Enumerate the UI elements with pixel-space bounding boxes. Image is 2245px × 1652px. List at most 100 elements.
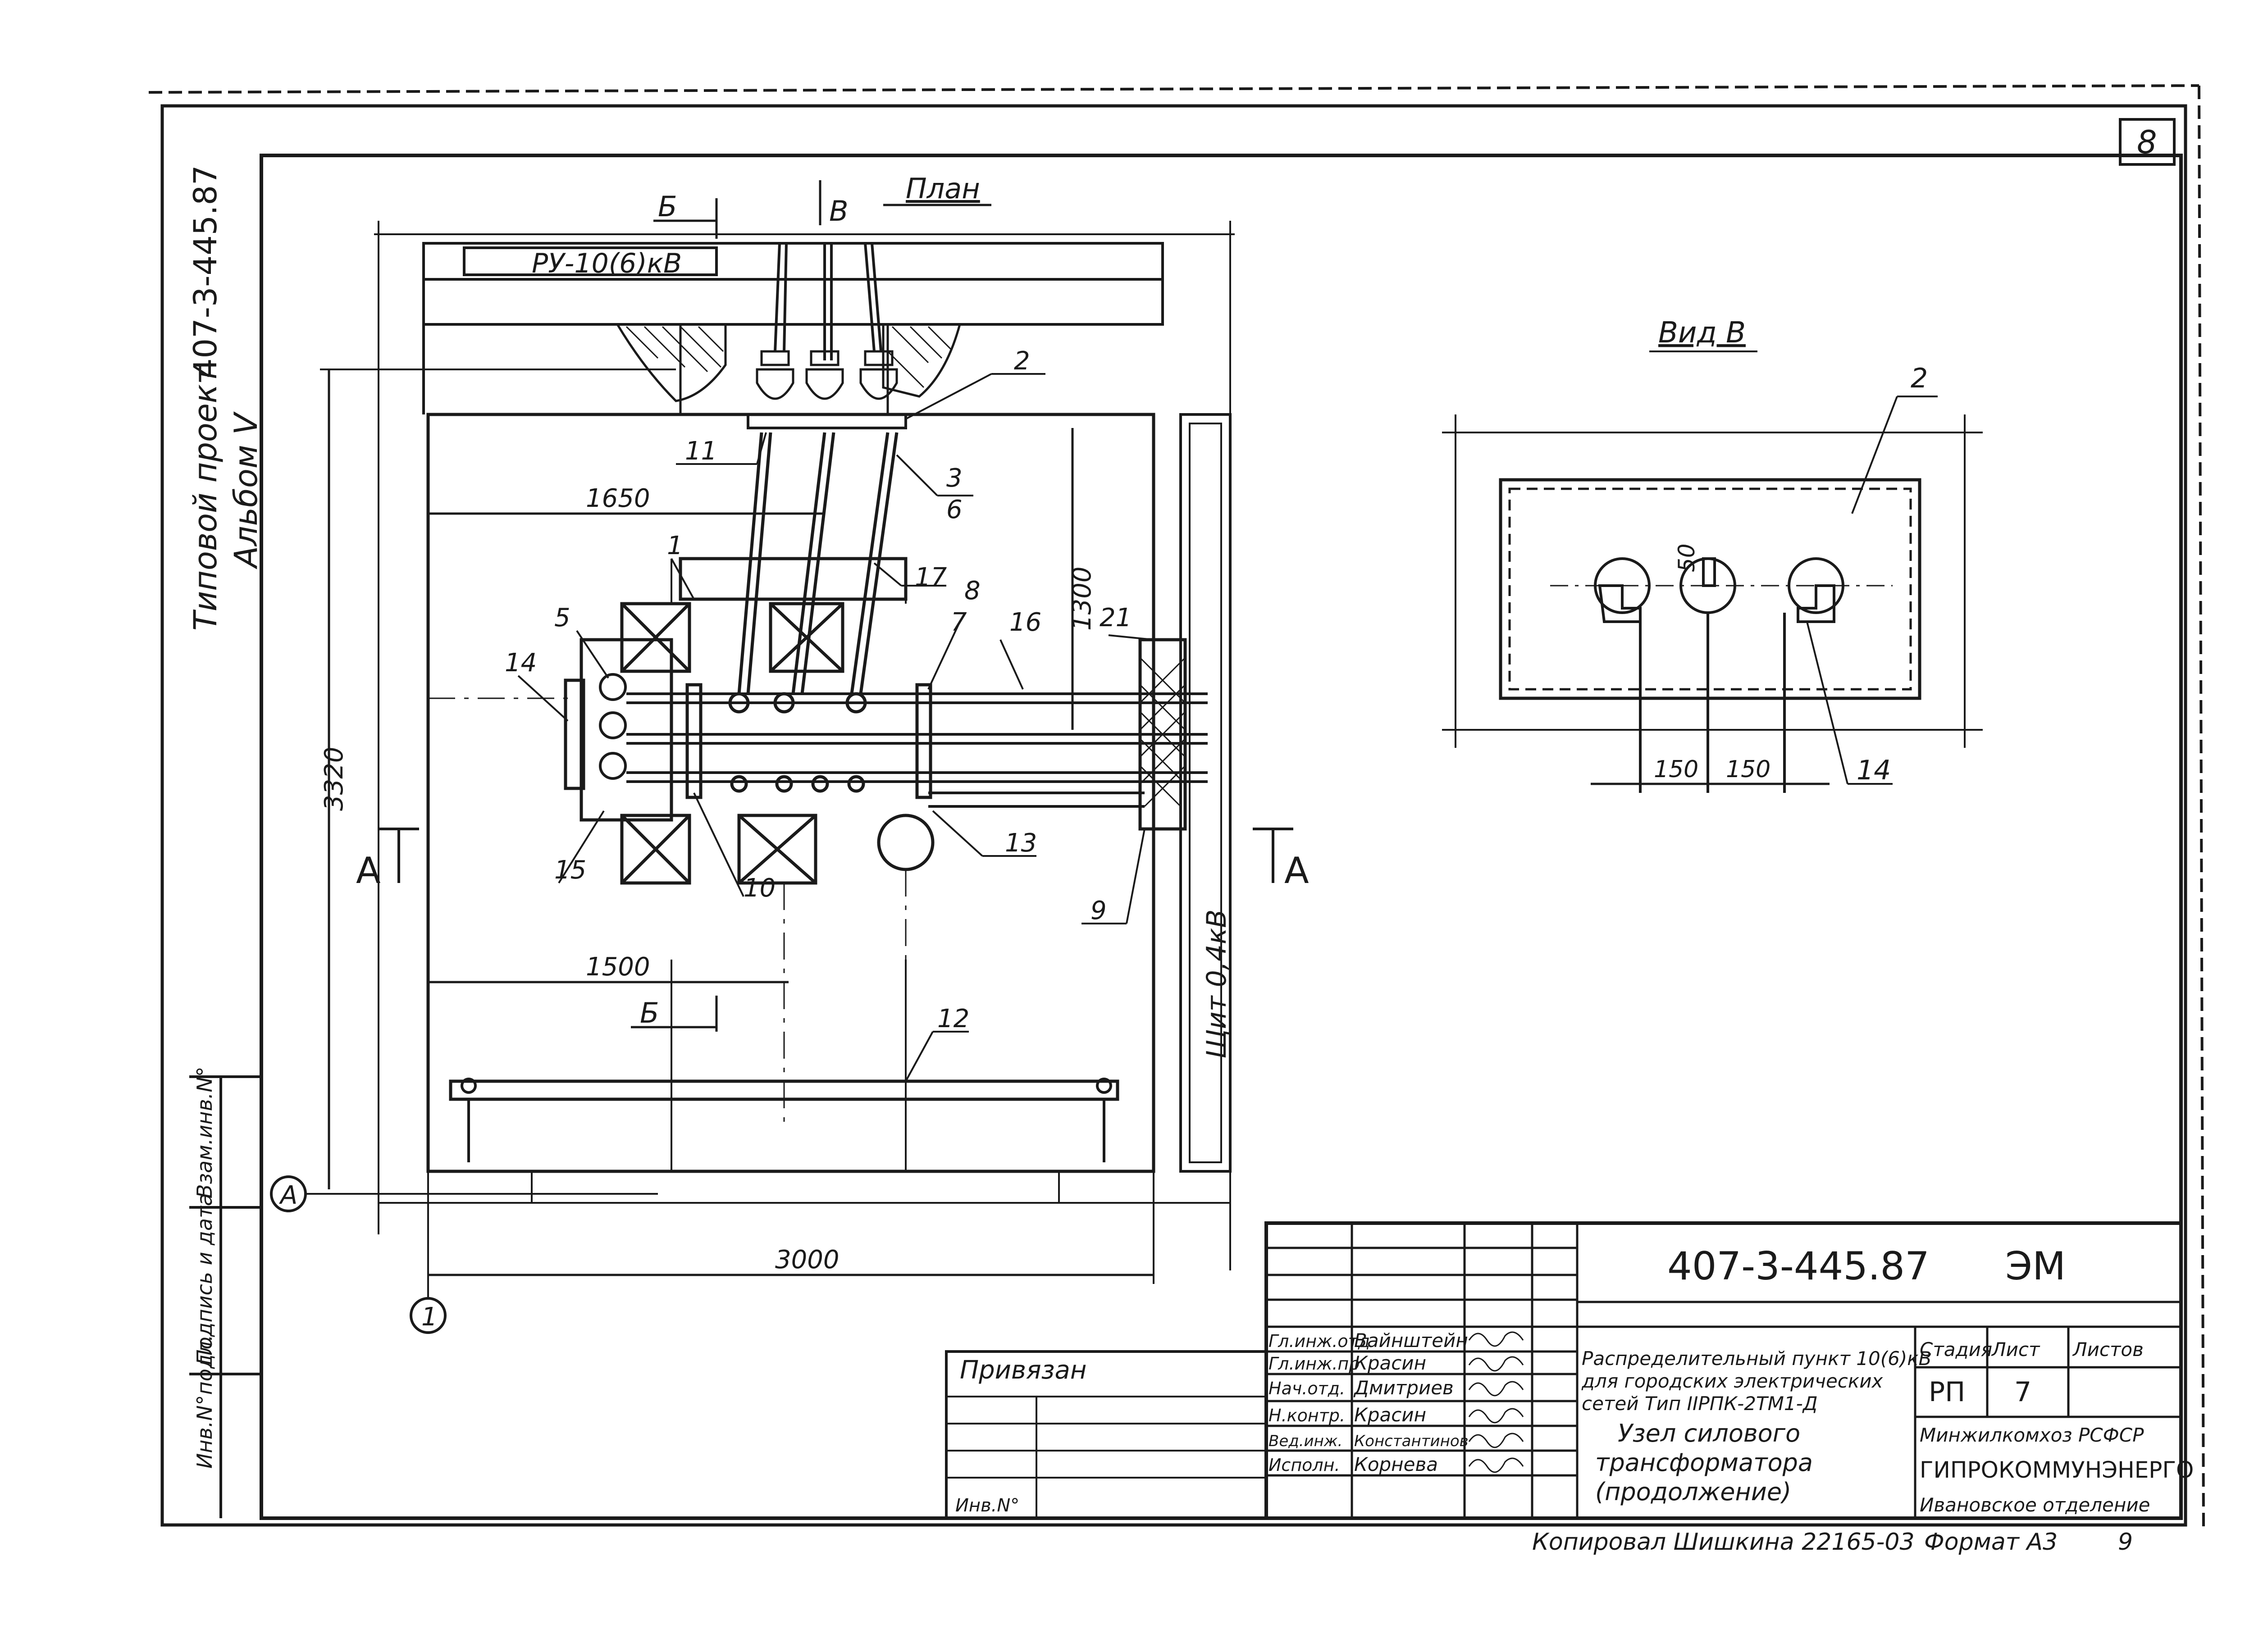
side-sign-date: Подпись и дата: [192, 1193, 217, 1365]
ru-label: РУ-10(6)кВ: [532, 248, 682, 279]
svg-text:Нач.отд.: Нач.отд.: [1269, 1379, 1345, 1398]
plan-title: План: [906, 172, 980, 205]
node-line-3: (продолжение): [1595, 1478, 1791, 1506]
title-block: Привязан Инв.N° 407-3-445.87 ЭМ Гл.инж.о…: [945, 1221, 2194, 1520]
view-v-dim-150b: 150: [1726, 756, 1770, 783]
desc-line-1: Распределительный пункт 10(6)кВ: [1582, 1347, 1931, 1370]
view-v-plate: [1508, 487, 1912, 691]
side-stamp: Инв.N°подл. Подпись и дата Взам.инв.N°: [189, 1066, 261, 1518]
view-v-callout-14: 14: [1857, 755, 1891, 786]
svg-text:Вайнштейн: Вайнштейн: [1354, 1329, 1468, 1352]
svg-text:Исполн.: Исполн.: [1269, 1455, 1340, 1475]
sheets-header: Листов: [2072, 1338, 2144, 1361]
wall-passage-21: [1138, 638, 1187, 831]
view-v-callout-2: 2: [1911, 363, 1928, 394]
stamp-mark: ЭМ: [2005, 1244, 2066, 1289]
section-b-lower: Б: [640, 997, 659, 1029]
stamp-code: 407-3-445.87: [1667, 1244, 1930, 1289]
svg-text:5: 5: [554, 603, 570, 633]
sheet-number: 8: [2137, 124, 2157, 161]
svg-text:10: 10: [744, 874, 776, 903]
svg-text:Красин: Красин: [1354, 1352, 1426, 1374]
dim-1500: 1500: [586, 952, 650, 982]
svg-text:Красин: Красин: [1354, 1404, 1426, 1426]
stage-value: РП: [1929, 1376, 1965, 1408]
format-label: Формат А3: [1924, 1529, 2058, 1556]
svg-text:Н.контр.: Н.контр.: [1269, 1406, 1345, 1425]
svg-text:17: 17: [915, 563, 947, 592]
transformer-blocks: [620, 557, 908, 885]
svg-text:15: 15: [554, 856, 586, 885]
sheet-edge: [148, 84, 2205, 1532]
section-a-left: А: [356, 850, 381, 892]
desc-line-2: для городских электрических: [1581, 1370, 1884, 1392]
plate-2: [747, 413, 907, 429]
svg-text:8: 8: [964, 576, 981, 605]
view-v-dim-50: 50: [1674, 543, 1700, 572]
svg-text:Гл.инж.отд: Гл.инж.отд: [1269, 1331, 1370, 1351]
format-number: 9: [2118, 1529, 2133, 1556]
side-inv-orig: Инв.N°подл.: [192, 1334, 217, 1469]
sheet-number-box: [2119, 118, 2176, 166]
dim-3000: 3000: [775, 1245, 840, 1274]
dim-1650: 1650: [586, 484, 650, 513]
copied-by: Копировал Шишкина 22165-03: [1532, 1529, 1915, 1556]
axis-a-marker: [270, 1175, 307, 1212]
inv-label: Инв.N°: [955, 1495, 1019, 1516]
svg-text:12: 12: [937, 1004, 969, 1033]
stage-header: Стадия: [1920, 1338, 1992, 1361]
shield-label: Щит 0,4кВ: [1201, 910, 1232, 1059]
svg-text:14: 14: [505, 648, 537, 678]
axis-a-label: А: [279, 1181, 297, 1210]
view-v-frame: [1499, 478, 1921, 700]
svg-text:Вед.инж.: Вед.инж.: [1269, 1432, 1342, 1450]
side-album: Альбом V: [228, 411, 265, 569]
svg-text:Корнева: Корнева: [1354, 1453, 1438, 1475]
svg-text:13: 13: [1005, 828, 1037, 858]
svg-text:Дмитриев: Дмитриев: [1353, 1377, 1454, 1399]
sheet-header: Лист: [1991, 1338, 2040, 1361]
hatch-right: [882, 323, 962, 398]
axis-1-marker: [410, 1297, 447, 1334]
svg-text:Гл.инж.пр: Гл.инж.пр: [1269, 1354, 1360, 1374]
dim-3320: 3320: [319, 746, 349, 811]
plan-callouts: 2 3 6 11 1 17 5 14 8 7 16 21 15 10: [505, 346, 1154, 1082]
insulators: [756, 350, 898, 400]
cable-drum: [877, 814, 935, 871]
section-a-right: А: [1284, 850, 1309, 892]
svg-text:Константинов: Константинов: [1354, 1432, 1469, 1450]
cable-lines: [774, 243, 882, 360]
org-line-1: Минжилкомхоз РСФСР: [1920, 1424, 2144, 1446]
outer-frame: [160, 104, 2187, 1527]
hatch-left: [615, 323, 727, 402]
svg-text:9: 9: [1091, 896, 1107, 925]
svg-text:11: 11: [685, 437, 717, 466]
view-v: Вид В 150 150 50 2 14: [1442, 316, 1983, 793]
desc-line-3: сетей Тип IIРПК-2ТМ1-Д: [1582, 1393, 1818, 1415]
svg-text:21: 21: [1100, 603, 1132, 633]
panel-17: [580, 638, 673, 822]
org-line-2: ГИПРОКОММУНЭНЕРГО: [1920, 1457, 2194, 1483]
view-v-title: Вид В: [1658, 316, 1746, 350]
side-replace: Взам.инв.N°: [192, 1066, 217, 1198]
rods: [737, 432, 899, 694]
plan-view: План Б В РУ-10(6)кВ: [270, 172, 1309, 1334]
side-project-code: 407-3-445.87: [187, 165, 224, 378]
org-line-3: Ивановское отделение: [1920, 1494, 2150, 1516]
sheet-value: 7: [2014, 1376, 2031, 1408]
dim-1300: 1300: [1068, 566, 1097, 631]
view-v-dim-150a: 150: [1654, 756, 1698, 783]
section-b-top: Б: [658, 190, 677, 223]
side-project-title: Типовой проект: [187, 365, 224, 631]
shield-wall: [1179, 413, 1232, 1173]
node-line-1: Узел силового: [1618, 1419, 1800, 1447]
svg-text:2: 2: [1014, 346, 1030, 376]
node-line-2: трансформатора: [1595, 1448, 1813, 1477]
svg-text:3: 3: [946, 464, 963, 493]
panel-12: [564, 678, 585, 790]
bound-label: Привязан: [960, 1356, 1086, 1385]
section-v-top: В: [829, 195, 849, 228]
signatories: Гл.инж.отд Вайнштейн Гл.инж.пр Красин На…: [1269, 1329, 1524, 1475]
svg-text:1: 1: [667, 531, 683, 560]
